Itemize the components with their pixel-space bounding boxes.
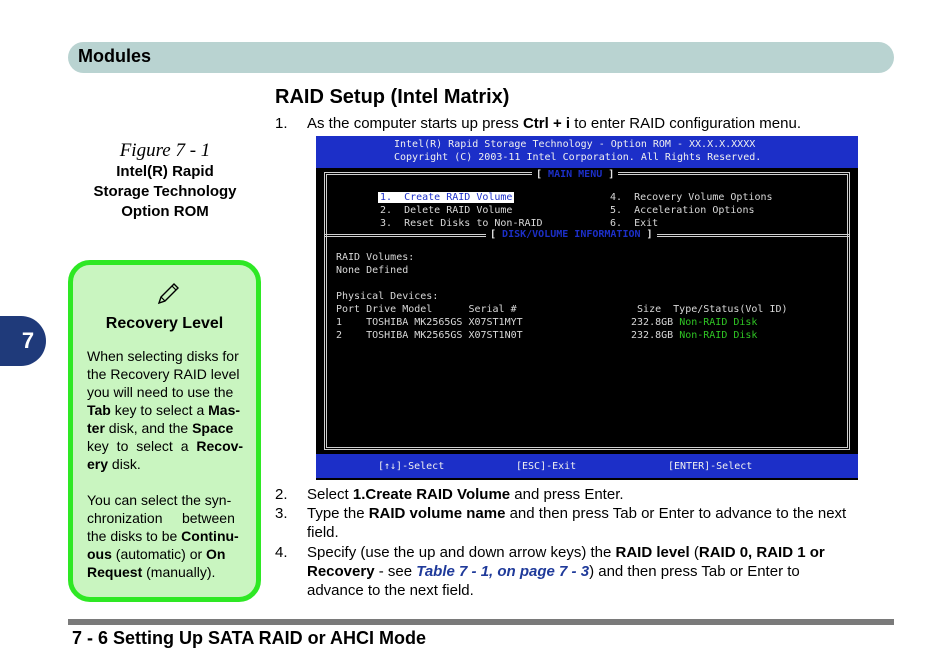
bios-menu-item[interactable]: 6. Exit — [610, 218, 659, 229]
footer-page-title: 7 - 6 Setting Up SATA RAID or AHCI Mode — [72, 628, 426, 648]
step-4: 4. Specify (use the up and down arrow ke… — [275, 543, 890, 603]
bios-footer-bar — [316, 454, 858, 478]
header-bar — [68, 42, 894, 73]
pencil-icon — [157, 283, 179, 305]
step-2: 2. Select 1.Create RAID Volume and press… — [275, 485, 885, 505]
bios-footer-select: [↑↓]-Select — [378, 461, 445, 472]
bios-footer-enter: [ENTER]-Select — [668, 461, 753, 472]
bios-menu-item[interactable]: 3. Reset Disks to Non-RAID — [380, 218, 543, 229]
step-text: Specify (use the up and down arrow keys)… — [307, 544, 825, 599]
bios-disk-row: 2 TOSHIBA MK2565GS X07ST1N0T 232.8GB Non… — [336, 330, 758, 341]
figure-caption-line: Intel(R) Rapid — [116, 163, 214, 180]
figure-caption: Figure 7 - 1 Intel(R) Rapid Storage Tech… — [80, 140, 250, 222]
bios-header-line: Copyright (C) 2003-11 Intel Corporation.… — [394, 152, 762, 163]
step-text: Type the RAID volume name and then press… — [307, 505, 847, 541]
bios-none-defined: None Defined — [336, 265, 409, 276]
section-title: RAID Setup (Intel Matrix) — [275, 86, 510, 108]
step-3: 3. Type the RAID volume name and then pr… — [275, 504, 890, 544]
chapter-tab: 7 — [0, 316, 46, 366]
figure-caption-line: Option ROM — [121, 203, 209, 220]
bios-header-bar — [316, 136, 858, 168]
note-paragraph-1: When selecting disks for the Recovery RA… — [87, 348, 244, 472]
bios-menu-item[interactable]: 2. Delete RAID Volume — [380, 205, 513, 216]
step-text: Select 1.Create RAID Volume and press En… — [307, 486, 624, 503]
step-number: 2. — [275, 486, 288, 503]
table-reference-link[interactable]: Table 7 - 1, on page 7 - 3 — [416, 563, 590, 580]
note-title: Recovery Level — [105, 315, 224, 332]
bios-disk-row: 1 TOSHIBA MK2565GS X07ST1MYT 232.8GB Non… — [336, 317, 758, 328]
bios-column-header: Port Drive Model Serial # Size Type/Stat… — [336, 304, 788, 315]
note-paragraph-2: You can select the syn- chronization bet… — [87, 492, 239, 580]
bios-header-line: Intel(R) Rapid Storage Technology - Opti… — [394, 139, 756, 150]
page-header-title: Modules — [78, 46, 152, 66]
step-text: As the computer starts up press Ctrl + i… — [307, 115, 802, 132]
bios-menu-item[interactable]: 5. Acceleration Options — [610, 205, 755, 216]
step-number: 1. — [275, 115, 288, 132]
figure-number: Figure 7 - 1 — [119, 140, 211, 161]
bios-info-label: [ DISK/VOLUME INFORMATION ] — [486, 229, 657, 240]
bios-menu-item[interactable]: 4. Recovery Volume Options — [610, 192, 773, 203]
bios-screenshot: Intel(R) Rapid Storage Technology - Opti… — [316, 136, 858, 480]
bios-menu-item[interactable]: 1. Create RAID Volume — [378, 192, 515, 203]
note-box: Recovery Level When selecting disks for … — [68, 260, 261, 602]
step-1: 1. As the computer starts up press Ctrl … — [275, 114, 875, 134]
bios-raid-volumes: RAID Volumes: — [336, 252, 415, 263]
bios-footer-exit: [ESC]-Exit — [516, 461, 577, 472]
bios-main-menu-label: [ MAIN MENU ] — [532, 169, 619, 180]
footer-rule — [68, 619, 894, 625]
figure-caption-line: Storage Technology — [93, 183, 237, 200]
bios-physical-devices: Physical Devices: — [336, 291, 439, 302]
step-number: 3. — [275, 505, 288, 522]
step-number: 4. — [275, 544, 288, 561]
